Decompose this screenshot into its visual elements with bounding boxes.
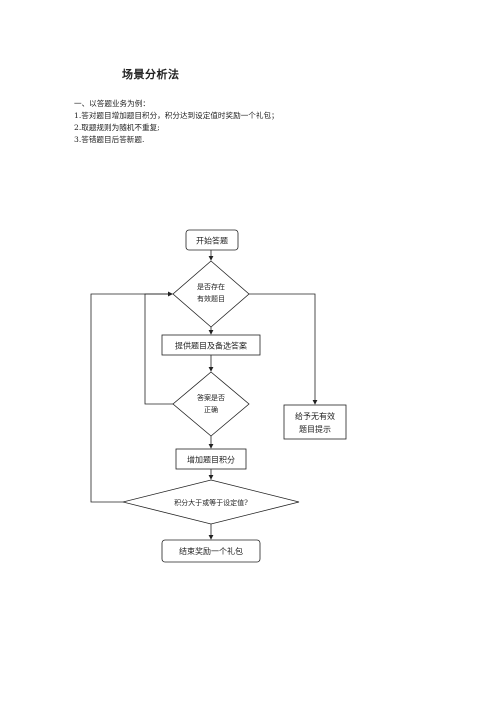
- end-reward-box: [161, 539, 261, 563]
- check-question-diamond: [172, 260, 250, 328]
- check-score-label: 积分大于或等于设定值?: [174, 498, 248, 507]
- rule-item-1: 1.答对题目增加题目积分，积分达到设定值时奖励一个礼包；: [74, 111, 279, 120]
- no-question-box: [283, 404, 347, 440]
- arrow-no-question-branch: [249, 293, 318, 405]
- rule-item-2: 2.取题规则为随机不重复;: [74, 123, 160, 132]
- end-reward-label: 结束奖励一个礼包: [179, 546, 243, 556]
- check-answer-label-1: 答案是否: [197, 393, 225, 402]
- document-title: 场景分析法: [122, 68, 180, 81]
- provide-question-label: 提供题目及备选答案: [175, 341, 247, 351]
- no-question-label-1: 给予无有效: [295, 411, 335, 421]
- arrow-score-not-reached-loop: [90, 291, 173, 503]
- check-answer-diamond: [172, 371, 250, 437]
- intro-line: 一、以答题业务为例：: [74, 99, 150, 108]
- rule-item-3: 3.答错题目后答新题.: [74, 135, 145, 144]
- add-score-label: 增加题目积分: [187, 455, 235, 465]
- check-question-label-1: 是否存在: [197, 282, 225, 291]
- start-label: 开始答题: [196, 236, 228, 246]
- check-answer-label-2: 正确: [204, 405, 218, 414]
- no-question-label-2: 题目提示: [299, 424, 331, 434]
- start-box: [185, 229, 239, 251]
- check-question-label-2: 有效题目: [197, 294, 225, 303]
